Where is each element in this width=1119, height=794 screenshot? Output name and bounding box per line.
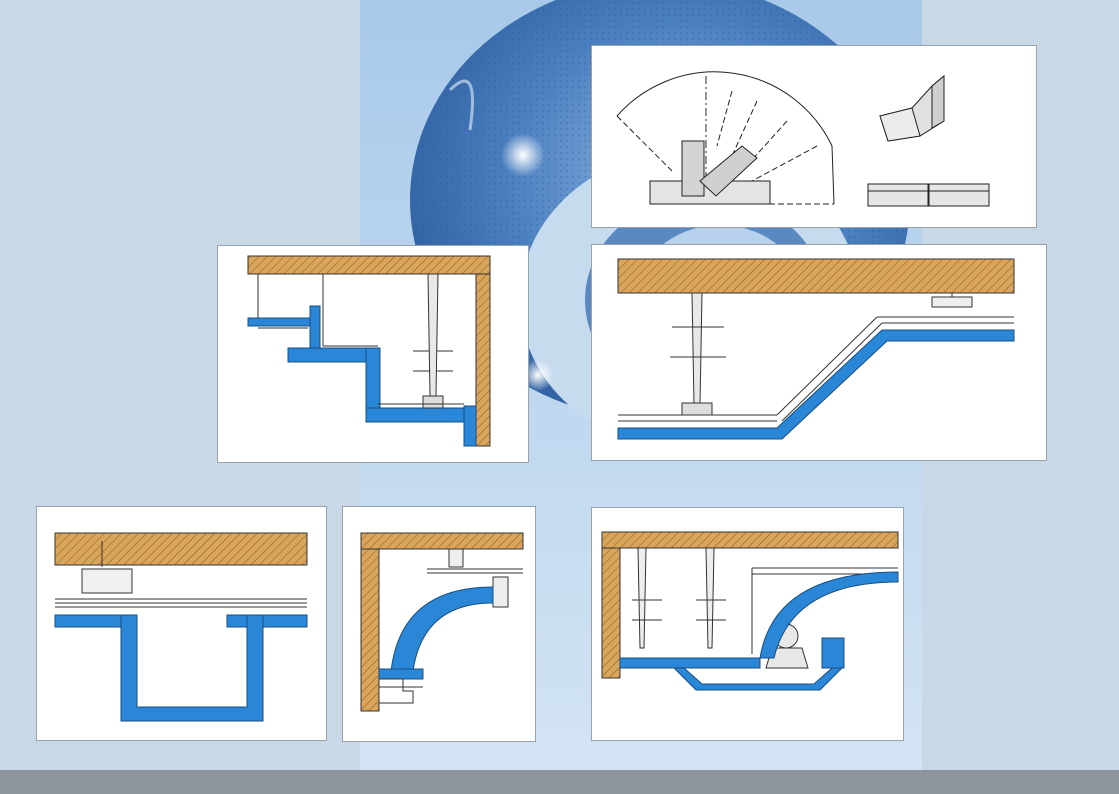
ceiling-slab bbox=[617, 258, 1015, 294]
panel-curved-wall-duct bbox=[342, 506, 536, 742]
panel-u-drop-duct bbox=[36, 506, 327, 741]
panel-bend-angle-diagram bbox=[591, 45, 1037, 228]
side-wall bbox=[601, 547, 621, 679]
duct-channel bbox=[54, 614, 308, 722]
side-wall bbox=[360, 548, 380, 712]
angled-profile bbox=[699, 145, 758, 197]
ceiling-slab bbox=[54, 532, 308, 566]
footer-bar bbox=[0, 770, 1119, 794]
panel-inclined-duct-run bbox=[591, 244, 1047, 461]
curved-wall-duct-drawing bbox=[360, 532, 524, 712]
side-wall bbox=[475, 273, 491, 447]
straight-profile-pair bbox=[867, 183, 990, 207]
stepped-duct-drawing bbox=[247, 255, 491, 447]
duct-channel bbox=[619, 571, 899, 691]
upright-profile bbox=[681, 140, 705, 197]
panel-curved-drop-with-fan bbox=[591, 507, 904, 741]
curved-drop-fan-drawing bbox=[601, 531, 899, 691]
angle-arc bbox=[616, 71, 833, 147]
elbow-fitting-3d bbox=[879, 74, 945, 142]
ceiling-slab bbox=[601, 531, 899, 549]
bend-angle-drawing bbox=[616, 71, 990, 207]
duct-channel bbox=[617, 329, 1015, 440]
ceiling-slab bbox=[360, 532, 524, 550]
duct-channel bbox=[247, 305, 477, 447]
ceiling-slab bbox=[247, 255, 491, 275]
panel-stepped-ceiling-duct bbox=[217, 245, 529, 463]
inclined-duct-drawing bbox=[617, 258, 1015, 440]
u-drop-duct-drawing bbox=[54, 532, 308, 722]
curved-duct bbox=[378, 586, 494, 680]
